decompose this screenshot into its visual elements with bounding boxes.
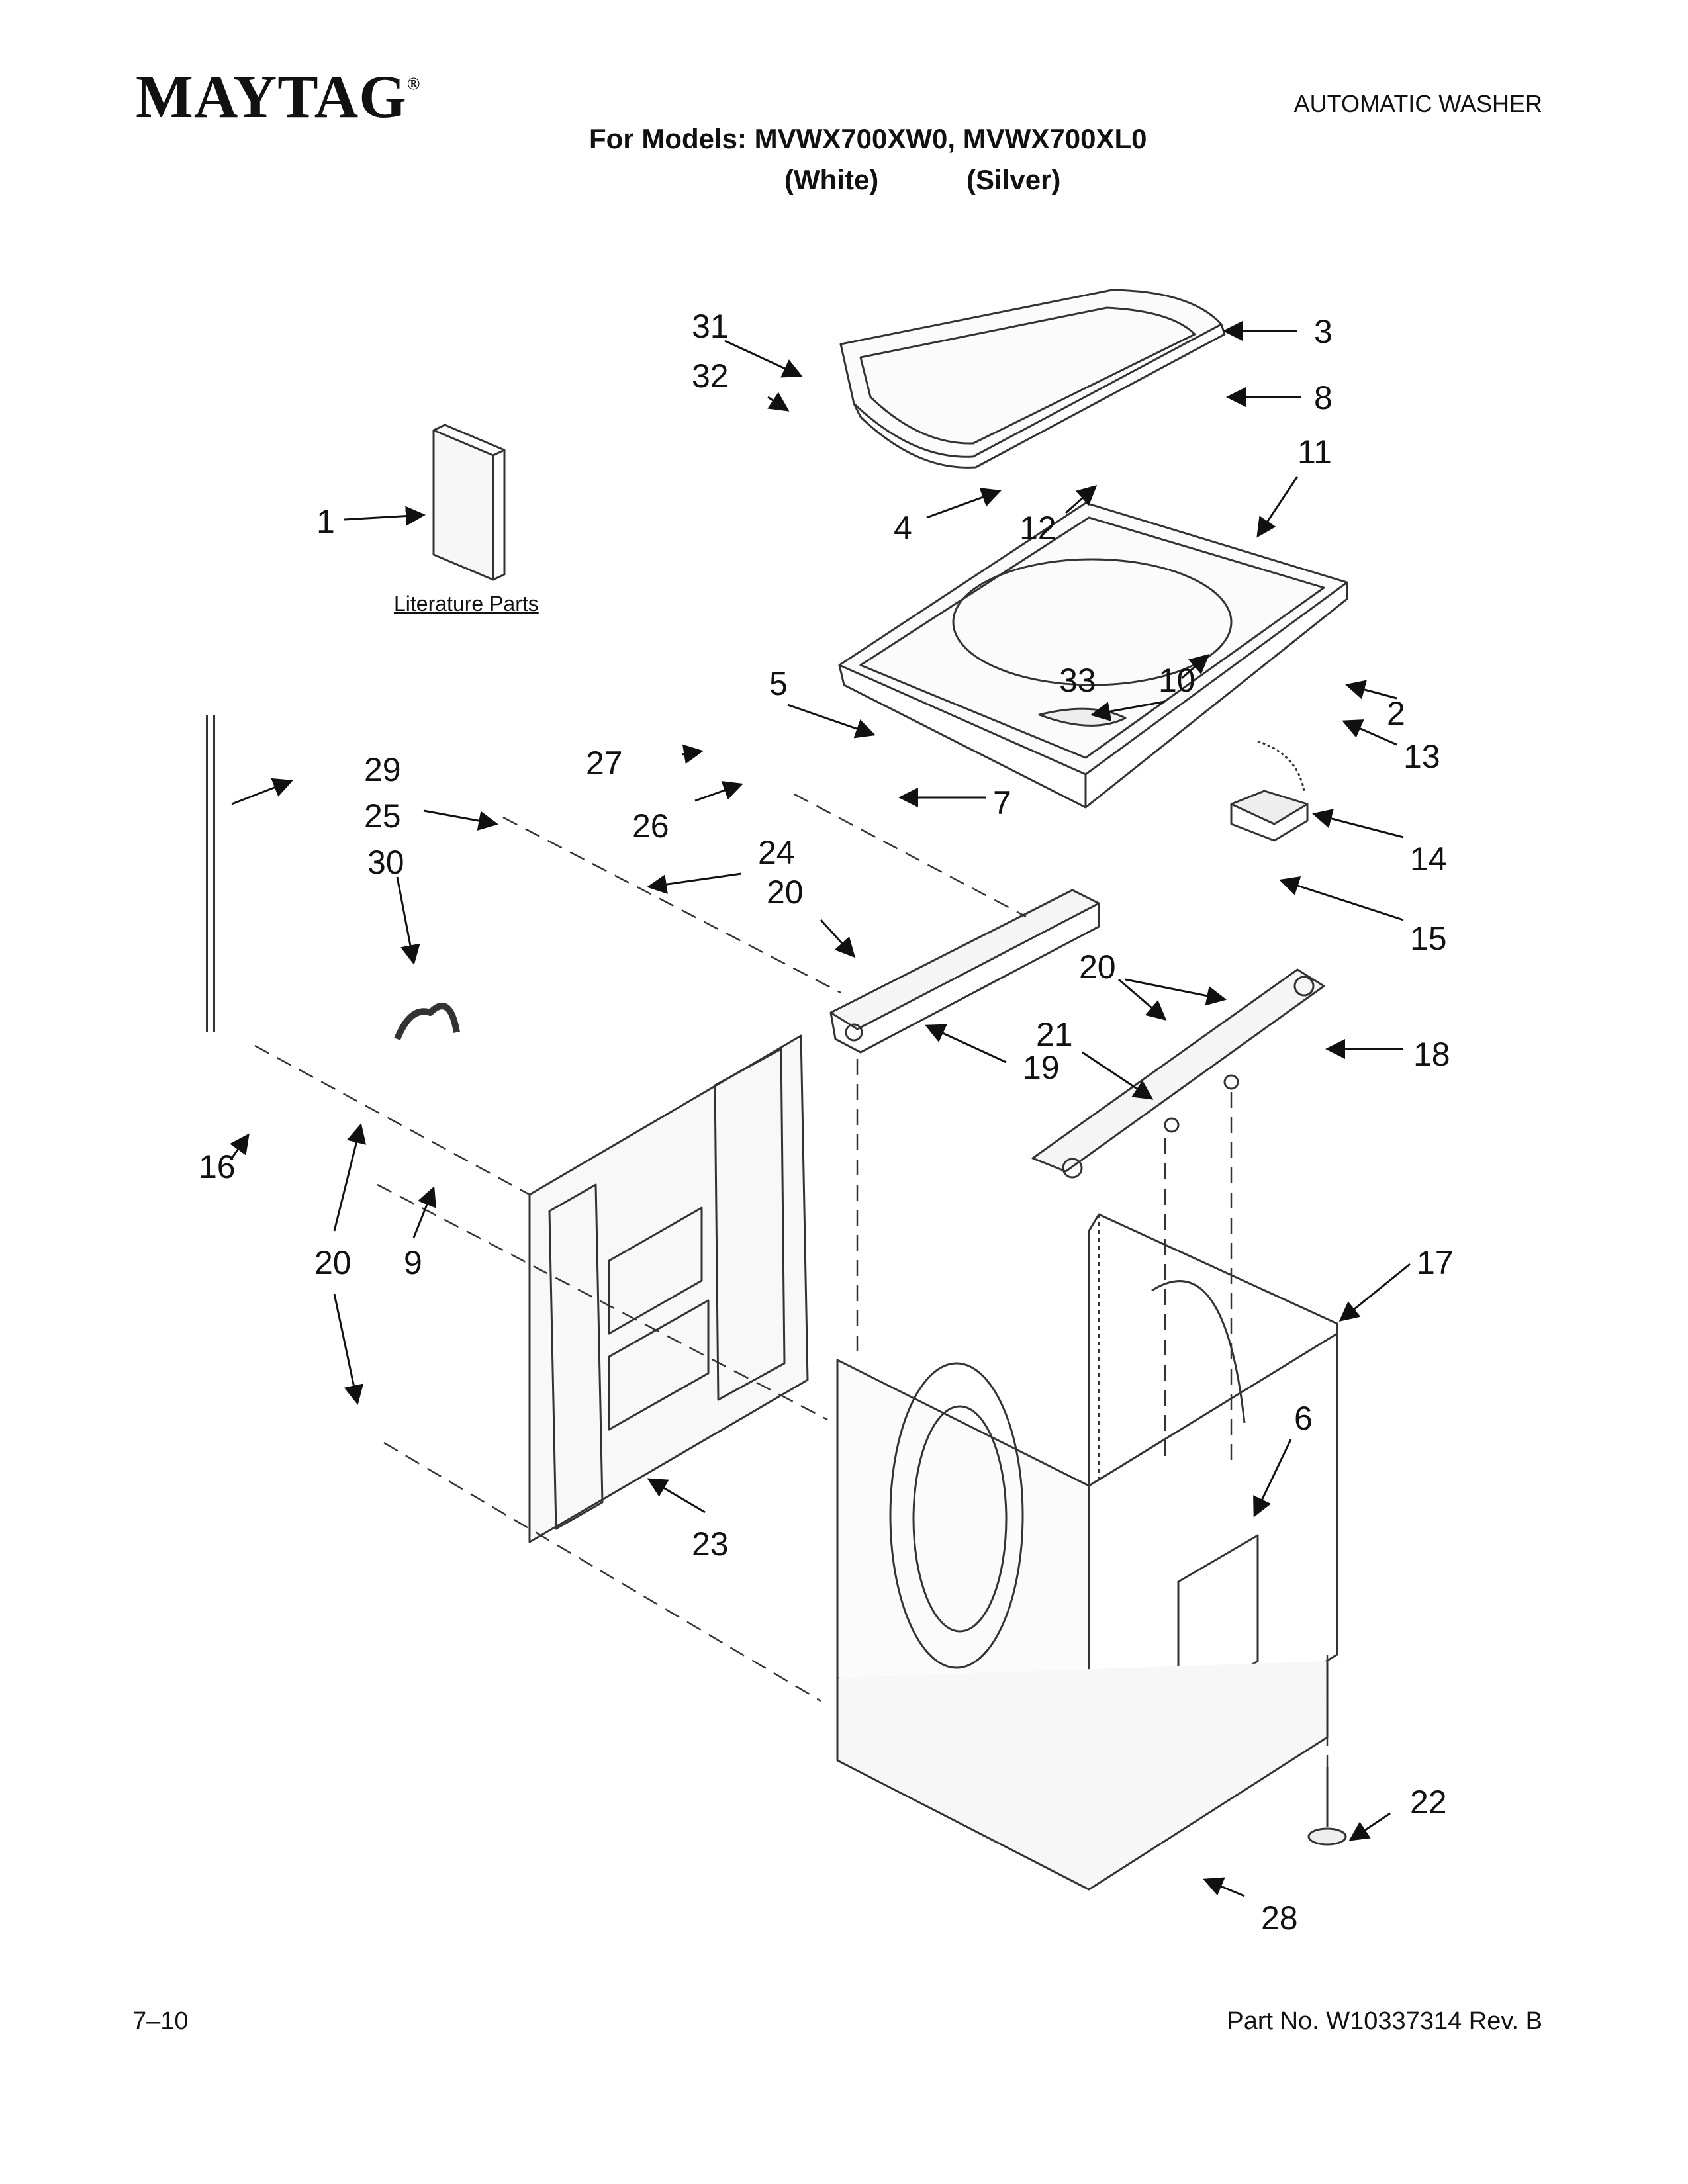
brand-logo: MAYTAG® <box>136 66 420 127</box>
callout-11: 11 <box>1297 433 1332 471</box>
page-code: 7–10 <box>132 2007 189 2035</box>
front-top-rail <box>829 889 1100 1054</box>
callout-16: 16 <box>199 1148 236 1185</box>
leveling-leg <box>1307 1767 1347 1846</box>
callout-7: 7 <box>993 784 1011 821</box>
literature-booklet <box>432 424 506 581</box>
callout-2: 2 <box>1387 695 1405 732</box>
callout-28: 28 <box>1261 1899 1298 1936</box>
callout-33: 33 <box>1059 662 1096 699</box>
callout-4: 4 <box>894 510 912 547</box>
callout-25: 25 <box>364 797 401 835</box>
callout-19: 19 <box>1023 1049 1060 1086</box>
callout-26: 26 <box>632 807 669 844</box>
models-line: For Models: MVWX700XW0, MVWX700XL0 <box>589 123 1147 154</box>
callout-30: 30 <box>367 844 404 881</box>
hose-guide <box>394 1003 460 1040</box>
callout-3: 3 <box>1314 313 1333 350</box>
rear-panel <box>528 1034 809 1543</box>
callout-20-left: 20 <box>314 1244 352 1281</box>
callout-labels: 1 2 3 4 5 6 7 8 9 10 11 12 13 14 15 16 1… <box>199 308 1454 1936</box>
callout-12: 12 <box>1019 510 1056 547</box>
callout-5: 5 <box>769 665 788 702</box>
callout-6: 6 <box>1294 1400 1313 1437</box>
top-assembly <box>838 502 1348 809</box>
washer-lid <box>839 289 1226 469</box>
callout-20-upper: 20 <box>767 874 804 911</box>
callout-13: 13 <box>1403 738 1440 775</box>
callout-22: 22 <box>1410 1784 1447 1821</box>
variant-white: (White) <box>784 164 879 195</box>
callout-23: 23 <box>692 1525 729 1563</box>
callout-24: 24 <box>758 834 795 871</box>
callout-21: 21 <box>1036 1016 1073 1053</box>
lid-lock-switch <box>1230 740 1309 842</box>
rear-top-rail <box>1031 968 1325 1179</box>
callout-leaders <box>230 321 1411 1897</box>
callout-14: 14 <box>1410 841 1447 878</box>
callout-32: 32 <box>692 357 729 394</box>
callout-31: 31 <box>692 308 729 345</box>
callout-9: 9 <box>404 1244 422 1281</box>
product-type: AUTOMATIC WASHER <box>1293 90 1542 117</box>
callout-8: 8 <box>1314 379 1333 416</box>
callout-20-right: 20 <box>1079 948 1116 985</box>
callout-27: 27 <box>586 745 623 782</box>
callout-29: 29 <box>364 751 401 788</box>
callout-15: 15 <box>1410 920 1447 957</box>
literature-parts-label: Literature Parts <box>394 592 539 615</box>
callout-10: 10 <box>1158 662 1196 699</box>
assembly-lines <box>254 793 1329 1767</box>
registered-mark: ® <box>406 74 421 93</box>
cabinet <box>836 1213 1338 1891</box>
callout-17: 17 <box>1417 1244 1454 1281</box>
callout-1: 1 <box>316 503 335 540</box>
part-number: Part No. W10337314 Rev. B <box>1227 2007 1542 2035</box>
brand-name: MAYTAG <box>136 63 407 130</box>
variant-silver: (Silver) <box>966 164 1061 195</box>
callout-18: 18 <box>1413 1036 1450 1073</box>
